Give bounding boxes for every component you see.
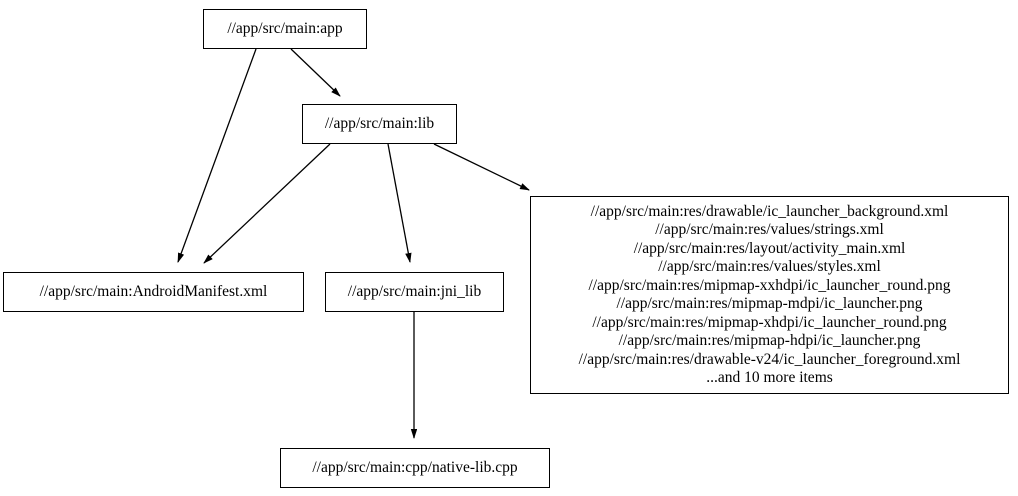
node-lib[interactable]: //app/src/main:lib — [302, 104, 457, 144]
edge-lib-to-res — [433, 143, 530, 191]
edge-app-to-lib — [290, 48, 341, 97]
node-native-lib-cpp[interactable]: //app/src/main:cpp/native-lib.cpp — [280, 448, 550, 488]
node-androidmanifest-label: //app/src/main:AndroidManifest.xml — [39, 283, 268, 301]
edge-app-to-androidmanifest — [177, 48, 257, 263]
res-item-8: //app/src/main:res/drawable-v24/ic_launc… — [578, 350, 961, 368]
res-item-6: //app/src/main:res/mipmap-xhdpi/ic_launc… — [592, 313, 947, 331]
res-item-1: //app/src/main:res/values/strings.xml — [655, 221, 884, 238]
node-jni-lib[interactable]: //app/src/main:jni_lib — [325, 272, 504, 312]
edge-lib-to-androidmanifest — [203, 143, 331, 264]
node-app-label: //app/src/main:app — [227, 20, 343, 38]
node-androidmanifest[interactable]: //app/src/main:AndroidManifest.xml — [3, 272, 304, 312]
node-app[interactable]: //app/src/main:app — [203, 9, 367, 49]
res-item-7: //app/src/main:res/mipmap-hdpi/ic_launch… — [618, 332, 921, 349]
edge-lib-to-jni-lib — [387, 143, 412, 263]
res-item-3: //app/src/main:res/values/styles.xml — [658, 258, 881, 275]
res-item-more: ...and 10 more items — [706, 369, 833, 386]
res-item-4: //app/src/main:res/mipmap-xxhdpi/ic_laun… — [588, 276, 951, 294]
res-item-2: //app/src/main:res/layout/activity_main.… — [633, 239, 906, 257]
res-item-5: //app/src/main:res/mipmap-mdpi/ic_launch… — [616, 295, 923, 312]
res-item-0: //app/src/main:res/drawable/ic_launcher_… — [590, 202, 949, 220]
node-native-lib-cpp-label: //app/src/main:cpp/native-lib.cpp — [312, 459, 518, 477]
node-lib-label: //app/src/main:lib — [324, 115, 435, 133]
node-res-group[interactable]: //app/src/main:res/drawable/ic_launcher_… — [530, 196, 1009, 394]
node-jni-lib-label: //app/src/main:jni_lib — [347, 283, 482, 301]
